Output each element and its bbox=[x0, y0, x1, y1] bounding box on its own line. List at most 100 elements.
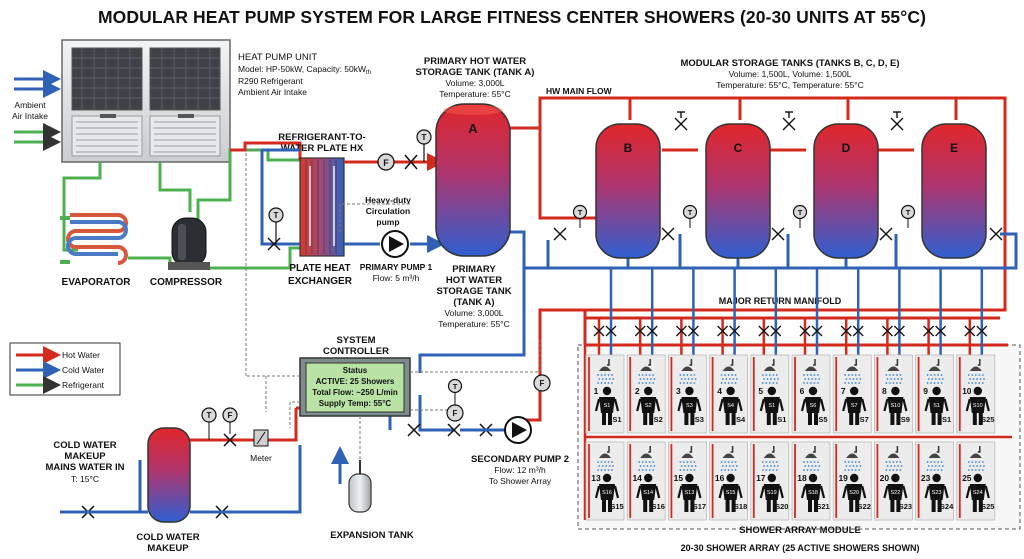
water-drop bbox=[885, 469, 888, 471]
water-drop bbox=[608, 465, 611, 467]
water-drop bbox=[892, 469, 895, 471]
water-drop bbox=[858, 461, 861, 463]
person-head-icon bbox=[850, 386, 859, 396]
person-arm bbox=[883, 398, 889, 412]
plate-hx-top-label-1: REFRIGERANT-TO- bbox=[278, 132, 365, 143]
water-drop bbox=[940, 382, 943, 384]
water-drop bbox=[732, 378, 735, 380]
shower-number: 15 bbox=[674, 473, 684, 483]
person-arm bbox=[613, 398, 620, 412]
water-drop bbox=[735, 465, 738, 467]
water-drop bbox=[979, 465, 982, 467]
hw-main-flow-label: HW MAIN FLOW bbox=[546, 86, 613, 96]
water-drop bbox=[890, 378, 892, 380]
secondary-pump-gauges: T F F bbox=[407, 374, 551, 437]
shower-pipe bbox=[813, 446, 816, 453]
shower-cold-valve bbox=[935, 325, 947, 337]
water-drop bbox=[641, 461, 644, 463]
water-drop bbox=[981, 382, 984, 384]
water-drop bbox=[734, 461, 737, 463]
shirt-label: S10 bbox=[891, 403, 901, 409]
water-drop bbox=[978, 461, 981, 463]
water-drop bbox=[892, 461, 895, 463]
water-drop bbox=[684, 378, 686, 380]
water-drop bbox=[648, 374, 651, 376]
person-leg bbox=[849, 413, 854, 425]
water-drop bbox=[690, 382, 692, 384]
water-drop bbox=[607, 461, 610, 463]
water-drop bbox=[734, 382, 737, 384]
water-drop bbox=[847, 374, 850, 376]
shower-head-icon bbox=[846, 366, 859, 371]
water-drop bbox=[814, 465, 817, 467]
shower-supply-manifold bbox=[583, 268, 1012, 520]
water-drop bbox=[899, 382, 902, 384]
tank-a-top-label-2: STORAGE TANK (TANK A) bbox=[416, 67, 535, 78]
water-drop bbox=[683, 382, 685, 384]
shower-tag: S25 bbox=[981, 415, 994, 424]
shirt-label: S3 bbox=[686, 403, 693, 409]
tank-e bbox=[921, 123, 987, 259]
ambient-label-2: Air Intake bbox=[12, 111, 48, 121]
shower-tag: S2 bbox=[654, 415, 663, 424]
person-leg bbox=[690, 413, 695, 425]
person-head-icon bbox=[602, 473, 612, 483]
water-drop bbox=[937, 461, 939, 463]
shower-pipe bbox=[730, 446, 734, 453]
water-drop bbox=[611, 461, 613, 463]
person-leg bbox=[684, 500, 689, 512]
evaporator bbox=[60, 213, 128, 265]
water-drop bbox=[934, 378, 937, 380]
heat-pump-title: HEAT PUMP UNIT bbox=[238, 52, 317, 63]
water-drop bbox=[731, 461, 733, 463]
svg-text:F: F bbox=[228, 411, 233, 420]
water-drop bbox=[810, 461, 812, 463]
shower-pipe bbox=[936, 359, 940, 366]
person-arm bbox=[883, 485, 889, 499]
shower-pipe bbox=[648, 446, 651, 453]
person-body-icon bbox=[805, 484, 821, 500]
water-drop bbox=[885, 374, 888, 376]
water-drop bbox=[889, 382, 891, 384]
water-drop bbox=[856, 465, 858, 467]
water-drop bbox=[811, 378, 814, 380]
water-drop bbox=[775, 461, 778, 463]
water-drop bbox=[683, 374, 685, 376]
person-arm bbox=[677, 398, 683, 412]
water-drop bbox=[645, 469, 648, 471]
person-head-icon bbox=[685, 386, 694, 396]
plate-hx-bottom-label-1: PLATE HEAT bbox=[289, 263, 350, 274]
water-drop bbox=[937, 374, 939, 376]
person-arm bbox=[759, 398, 765, 412]
shower-head-icon bbox=[805, 366, 817, 371]
water-drop bbox=[768, 469, 771, 471]
water-drop bbox=[604, 469, 606, 471]
check-valve bbox=[404, 154, 418, 170]
water-drop bbox=[933, 461, 936, 463]
water-drop bbox=[652, 469, 655, 471]
shower-number: 1 bbox=[594, 386, 599, 396]
shower-pipe bbox=[854, 359, 857, 366]
water-drop bbox=[896, 469, 898, 471]
shower-tag: S17 bbox=[693, 502, 706, 511]
water-drop bbox=[847, 382, 850, 384]
water-drop bbox=[607, 382, 610, 384]
water-drop bbox=[934, 465, 937, 467]
shower-number: 9 bbox=[923, 386, 928, 396]
meter-label: Meter bbox=[250, 453, 272, 463]
water-drop bbox=[686, 374, 689, 376]
person-leg bbox=[896, 413, 901, 425]
water-drop bbox=[652, 374, 655, 376]
water-drop bbox=[724, 374, 726, 376]
water-drop bbox=[940, 461, 943, 463]
heat-pump-intake: Ambient Air Intake bbox=[238, 87, 307, 97]
shower-pipe bbox=[607, 359, 610, 366]
water-drop bbox=[967, 374, 970, 376]
tank-valves bbox=[553, 111, 1003, 241]
person-body-icon bbox=[599, 484, 615, 500]
person-arm bbox=[819, 485, 826, 499]
